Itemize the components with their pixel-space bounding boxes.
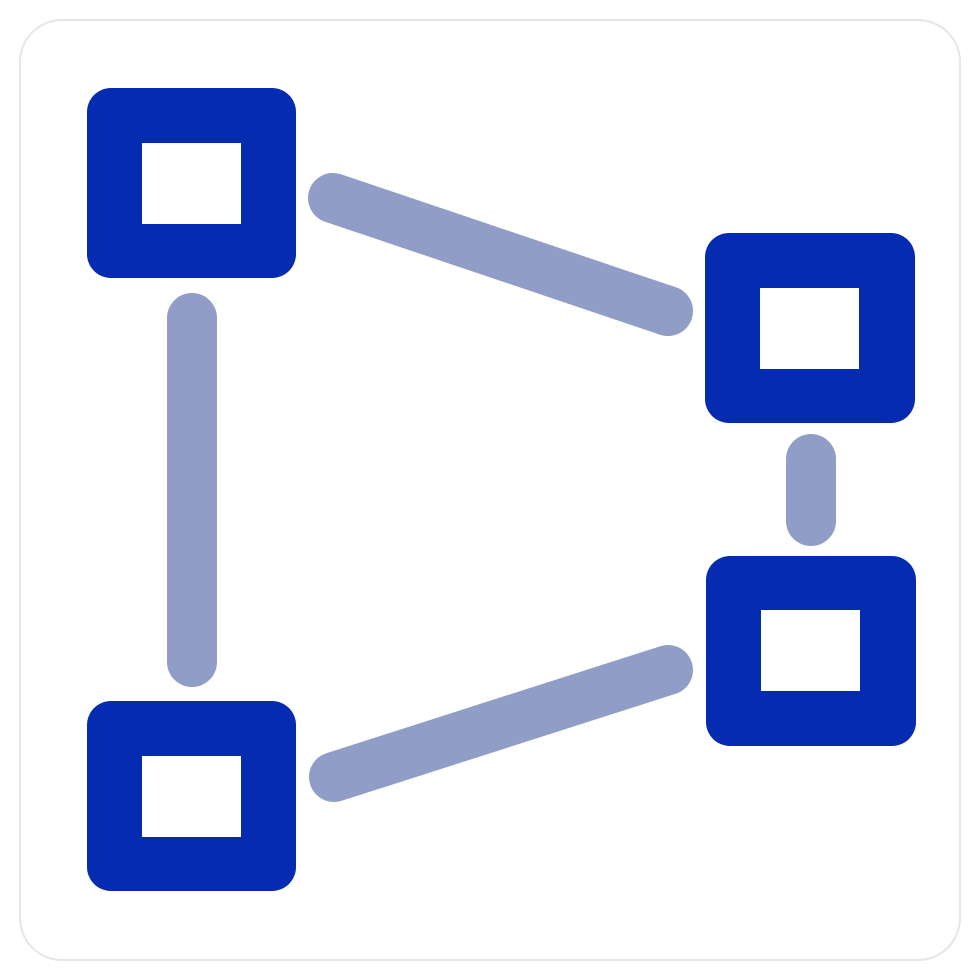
node-bottom-left [87,701,296,891]
node-bottom-right [706,556,916,746]
connector-bottom-diagonal [309,645,693,802]
connectors [167,173,836,802]
node-top-right [705,233,915,423]
connector-top-diagonal [308,173,693,336]
node-top-left [87,88,296,278]
